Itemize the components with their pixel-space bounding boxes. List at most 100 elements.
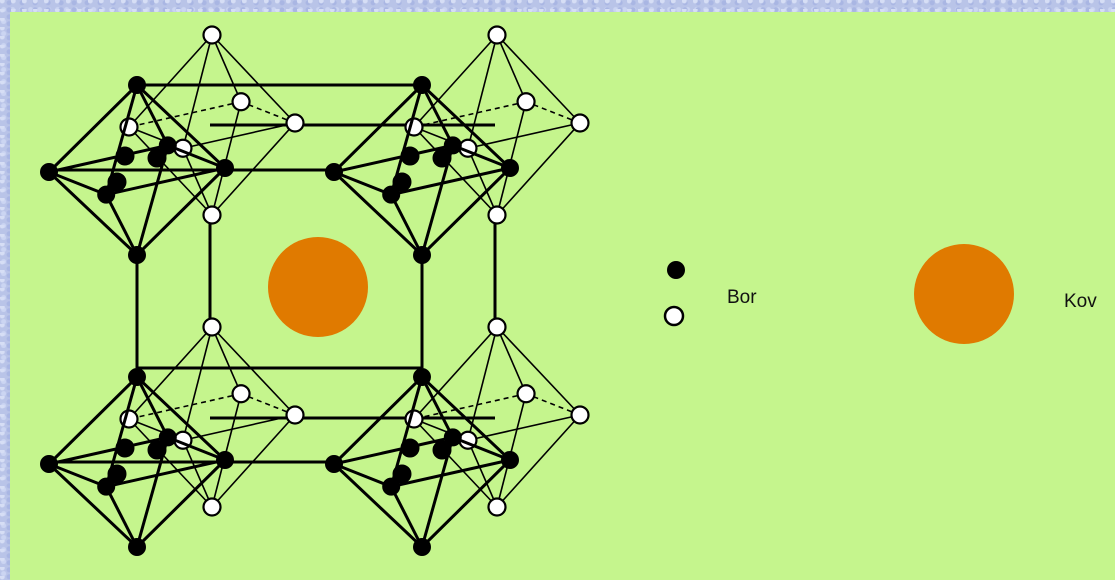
boron-atom-filled bbox=[400, 146, 420, 166]
boron-atom-filled bbox=[382, 185, 401, 204]
octahedron-edge bbox=[182, 147, 213, 216]
boron-octahedra bbox=[40, 25, 590, 556]
octahedron-edge bbox=[211, 326, 296, 416]
octahedron-edge bbox=[332, 83, 424, 174]
octahedron-edge bbox=[48, 170, 107, 197]
octahedron-edge bbox=[135, 375, 227, 462]
octahedron-edge bbox=[135, 83, 227, 170]
boron-atom-open bbox=[516, 384, 536, 404]
boron-atom-filled bbox=[147, 148, 167, 168]
octahedron-edge bbox=[211, 34, 242, 103]
boron-atom-filled bbox=[107, 464, 127, 484]
octahedron-edge bbox=[48, 143, 169, 174]
octahedron-edge bbox=[333, 462, 392, 489]
octahedron-edge bbox=[240, 393, 296, 416]
octahedron-edge bbox=[135, 84, 170, 147]
legend-metal-icon bbox=[914, 244, 1014, 344]
boron-atom-open bbox=[231, 92, 251, 112]
octahedron-edge bbox=[420, 166, 512, 257]
octahedron-edge bbox=[104, 193, 139, 256]
octahedron-edge bbox=[496, 122, 581, 216]
boron-atom-open bbox=[202, 205, 222, 225]
octahedron-edge bbox=[420, 84, 455, 147]
octahedron-edge bbox=[47, 83, 139, 174]
boron-atom-filled bbox=[443, 428, 462, 447]
boron-atom-filled bbox=[432, 440, 452, 460]
boron-atom-open bbox=[285, 405, 305, 425]
octahedron-edge bbox=[135, 166, 227, 257]
boron-atom-filled bbox=[158, 136, 177, 155]
boron-atom-filled bbox=[392, 464, 412, 484]
octahedron-edge bbox=[128, 392, 242, 420]
octahedron-edge bbox=[47, 170, 139, 257]
octahedron-edge bbox=[332, 170, 424, 257]
octahedron-edge bbox=[467, 147, 498, 216]
boron-atom-filled bbox=[501, 451, 519, 469]
octahedron-edge bbox=[420, 376, 455, 439]
octahedron-edge bbox=[413, 126, 498, 216]
boron-atom-filled bbox=[413, 246, 431, 264]
boron-atom-open bbox=[285, 113, 305, 133]
octahedron-edge bbox=[333, 435, 454, 466]
octahedron-edge bbox=[467, 34, 498, 149]
boron-atom-open bbox=[570, 405, 590, 425]
boron-atom-filled bbox=[400, 438, 420, 458]
boron-atom-open bbox=[202, 497, 222, 517]
octahedron-edge bbox=[413, 418, 498, 508]
boron-atom-open bbox=[231, 384, 251, 404]
octahedron-edge bbox=[452, 143, 511, 170]
octahedron-edge bbox=[211, 393, 242, 508]
boron-atom-filled bbox=[128, 246, 146, 264]
boron-atom-filled bbox=[413, 76, 431, 94]
metal-atom-center bbox=[268, 237, 368, 337]
octahedron-edge bbox=[128, 418, 213, 508]
octahedron-edge bbox=[167, 143, 226, 170]
octahedron-edge bbox=[104, 485, 139, 548]
octahedron-edge bbox=[128, 34, 213, 128]
octahedron-edge bbox=[496, 326, 581, 416]
octahedron-edge bbox=[390, 458, 511, 489]
octahedron-edge bbox=[333, 170, 392, 197]
boron-atom-open bbox=[202, 25, 222, 45]
octahedron-edge bbox=[47, 462, 139, 549]
octahedron-edge bbox=[211, 101, 242, 216]
octahedron-edge bbox=[211, 34, 296, 124]
boron-atom-filled bbox=[413, 538, 431, 556]
boron-atom-filled bbox=[128, 76, 146, 94]
boron-atom-filled bbox=[382, 477, 401, 496]
octahedron-edge bbox=[496, 34, 581, 124]
boron-atom-filled bbox=[432, 148, 452, 168]
octahedron-edge bbox=[332, 375, 424, 466]
boron-atom-filled bbox=[128, 368, 146, 386]
legend-boron-label: Bor bbox=[727, 287, 757, 308]
octahedron-edge bbox=[128, 126, 213, 216]
octahedron-edge bbox=[420, 83, 512, 170]
octahedron-edge bbox=[48, 462, 107, 489]
boron-atom-filled bbox=[325, 455, 343, 473]
octahedron-edge bbox=[389, 485, 424, 548]
boron-atom-filled bbox=[115, 438, 135, 458]
boron-atom-filled bbox=[97, 185, 116, 204]
octahedron-edge bbox=[182, 326, 213, 441]
boron-atom-filled bbox=[128, 538, 146, 556]
octahedron-edge bbox=[47, 375, 139, 466]
boron-atom-filled bbox=[413, 368, 431, 386]
boron-atom-filled bbox=[40, 163, 58, 181]
octahedron-edge bbox=[413, 326, 498, 420]
octahedron-edge bbox=[467, 326, 498, 441]
boron-atom-filled bbox=[158, 428, 177, 447]
boron-atom-filled bbox=[115, 146, 135, 166]
octahedron-edge bbox=[182, 439, 213, 508]
octahedron-edge bbox=[105, 458, 226, 489]
boron-atom-filled bbox=[501, 159, 519, 177]
octahedron-edge bbox=[182, 34, 213, 149]
octahedron-edge bbox=[496, 34, 527, 103]
octahedron-edge bbox=[167, 435, 226, 462]
octahedron-edge bbox=[496, 101, 527, 216]
boron-atom-filled bbox=[97, 477, 116, 496]
boron-atom-filled bbox=[392, 172, 412, 192]
octahedron-edge bbox=[128, 100, 242, 128]
octahedron-edge bbox=[105, 166, 226, 197]
boron-atom-filled bbox=[443, 136, 462, 155]
